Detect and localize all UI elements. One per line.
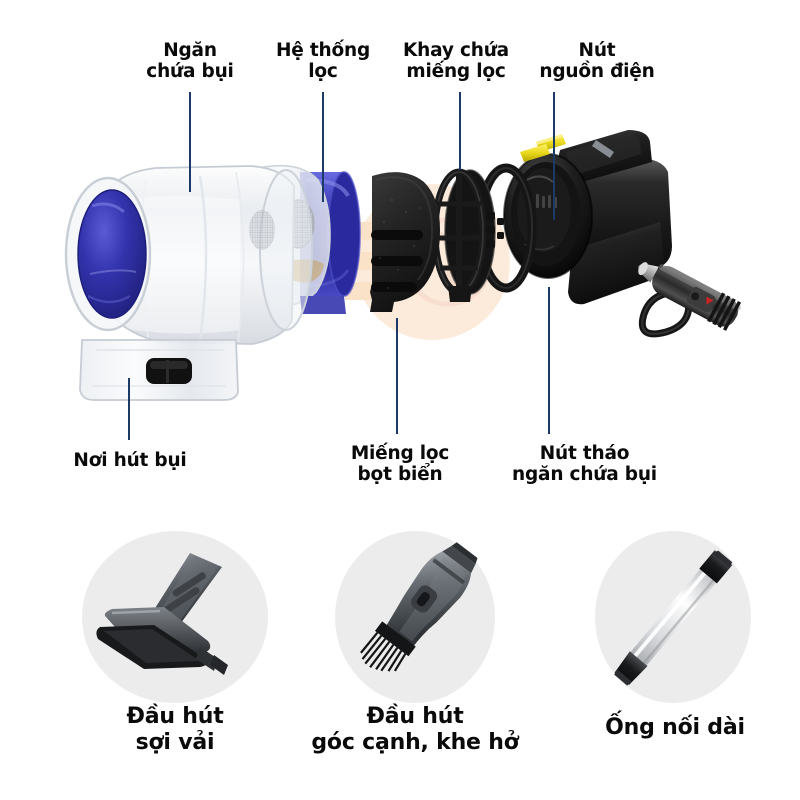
- accessory-label-crevice-nozzle: Đầu hút góc cạnh, khe hở: [311, 704, 519, 756]
- accessory-circle-fabric-nozzle: [82, 531, 268, 703]
- crevice-nozzle-icon: [360, 542, 478, 672]
- callout-label-sponge-filter: Miếng lọc bọt biển: [350, 443, 450, 486]
- leader-line-filter-system: [322, 92, 324, 202]
- callout-label-suction-inlet: Nơi hút bụi: [73, 450, 187, 471]
- sponge-filter-group: [370, 172, 440, 312]
- leader-line-release-button: [548, 287, 550, 434]
- release-button-black: [146, 358, 192, 384]
- callout-label-dust-bin: Ngăn chứa bụi: [146, 40, 234, 83]
- accessory-circle-crevice-nozzle: [335, 531, 495, 703]
- callout-label-release-button: Nút tháo ngăn chứa bụi: [512, 443, 657, 486]
- car-charger-plug-group: [638, 262, 742, 338]
- power-button-yellow: [520, 134, 566, 162]
- leader-line-filter-tray: [459, 92, 461, 170]
- leader-line-suction-inlet: [128, 378, 130, 440]
- exploded-product-illustration: [64, 130, 742, 401]
- callout-label-filter-system: Hệ thống lọc: [275, 40, 370, 83]
- leader-line-sponge-filter: [396, 318, 398, 434]
- dust-bin-group: [64, 165, 313, 401]
- extension-tube-icon: [614, 550, 733, 686]
- leader-line-power-button: [553, 92, 555, 220]
- fabric-nozzle-icon: [96, 553, 228, 675]
- accessory-label-fabric-nozzle: Đầu hút sợi vải: [126, 704, 224, 756]
- motor-unit-group: [475, 130, 672, 305]
- callout-label-power-button: Nút nguồn điện: [539, 40, 655, 83]
- callout-label-filter-tray: Khay chứa miếng lọc: [403, 40, 509, 83]
- accessory-label-extension-tube: Ống nối dài: [605, 715, 745, 740]
- leader-line-dust-bin: [189, 92, 191, 192]
- accessory-circle-extension-tube: [595, 531, 751, 703]
